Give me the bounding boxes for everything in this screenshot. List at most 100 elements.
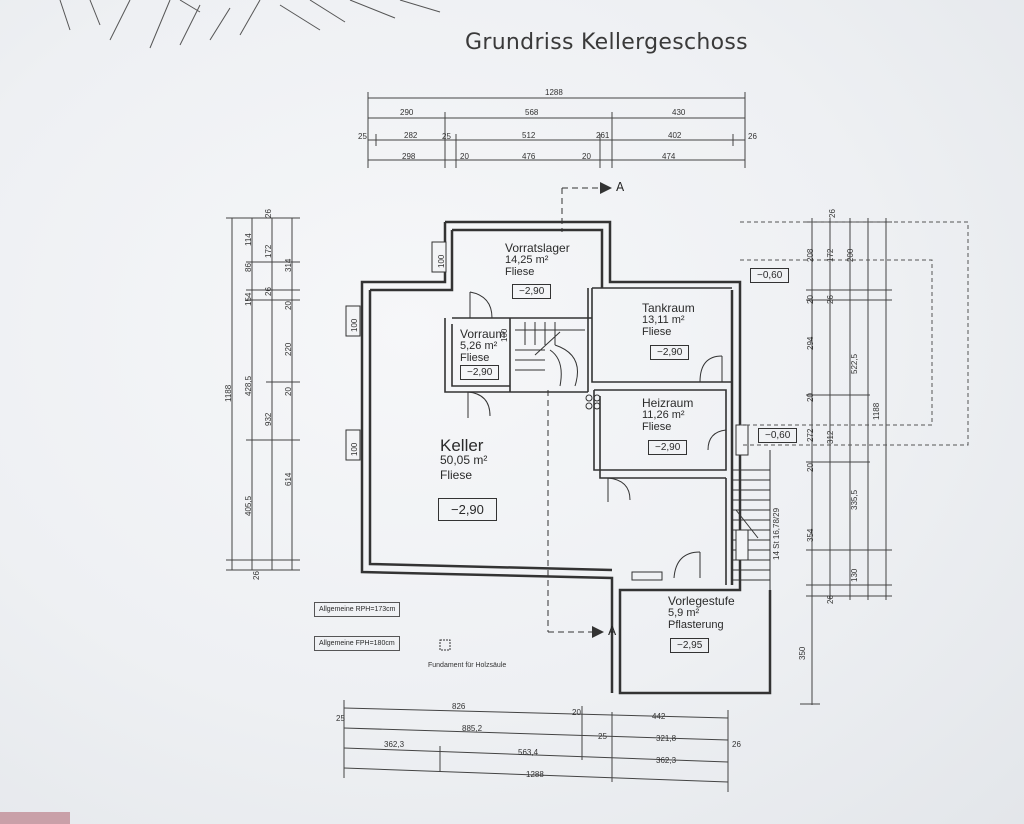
dim-label: 354 bbox=[806, 528, 815, 542]
dim-label: 614 bbox=[284, 472, 293, 486]
dim-label: 568 bbox=[525, 108, 539, 117]
dim-label: 25 bbox=[598, 732, 607, 741]
dim-label: 25 bbox=[358, 132, 367, 141]
dim-label: 208 bbox=[806, 248, 815, 262]
room-vorraum: Vorraum 5,26 m² Fliese bbox=[460, 328, 505, 364]
dim-label: 26 bbox=[748, 132, 757, 141]
dim-label: 362,3 bbox=[656, 756, 677, 765]
bottom-dimension-lines bbox=[343, 700, 729, 792]
note-fundament: Fundament für Holzsäule bbox=[428, 662, 507, 669]
right-dimension-lines bbox=[800, 218, 892, 705]
level-badge: −2,90 bbox=[438, 498, 497, 521]
note-fph: Allgemeine FPH=180cm bbox=[314, 636, 400, 651]
dim-label: 86 bbox=[244, 263, 253, 272]
dim-label: 442 bbox=[652, 712, 666, 721]
room-name: Tankraum bbox=[642, 301, 695, 315]
dim-label: 298 bbox=[402, 152, 416, 161]
roof-hatching bbox=[59, 0, 441, 49]
dim-label: 1288 bbox=[526, 770, 544, 779]
dim-label: 428,5 bbox=[244, 375, 253, 396]
dim-label: 25 bbox=[442, 132, 451, 141]
staircase bbox=[515, 322, 771, 590]
room-vorlegestufe: Vorlegestufe 5,9 m² Pflasterung bbox=[668, 595, 735, 631]
dim-label: 314 bbox=[284, 258, 293, 272]
dim-label: 20 bbox=[284, 301, 293, 310]
dim-label: 20 bbox=[572, 708, 581, 717]
dim-label: 362,3 bbox=[384, 740, 405, 749]
dim-label: 261 bbox=[596, 131, 610, 140]
window-dim: 100 bbox=[500, 328, 509, 342]
room-name: Vorlegestufe bbox=[668, 594, 735, 608]
note-rph: Allgemeine RPH=173cm bbox=[314, 602, 401, 617]
dim-label: 350 bbox=[798, 646, 807, 660]
room-tankraum: Tankraum 13,11 m² Fliese bbox=[642, 302, 695, 338]
window-dim: 100 bbox=[437, 254, 446, 268]
level-badge: −2,90 bbox=[648, 440, 688, 455]
dim-label: 26 bbox=[264, 287, 273, 296]
dim-label: 1188 bbox=[872, 402, 881, 420]
room-area: 5,26 m² bbox=[460, 340, 498, 352]
dim-label: 1288 bbox=[545, 88, 563, 97]
dim-label: 430 bbox=[672, 108, 686, 117]
room-floor: Fliese bbox=[642, 326, 672, 338]
dim-label: 154 bbox=[244, 292, 253, 306]
dim-label: 25 bbox=[336, 714, 345, 723]
dim-label: 20 bbox=[284, 387, 293, 396]
dim-label: 512 bbox=[522, 131, 536, 140]
level-badge: −2,90 bbox=[460, 365, 500, 380]
inner-walls bbox=[444, 287, 732, 585]
room-heizraum: Heizraum 11,26 m² Fliese bbox=[642, 397, 693, 433]
room-name: Vorraum bbox=[460, 327, 506, 341]
dim-label: 272 bbox=[806, 428, 815, 442]
dim-label: 200 bbox=[846, 248, 855, 262]
dim-label: 335,5 bbox=[850, 489, 859, 510]
dim-label: 26 bbox=[826, 295, 835, 304]
room-floor: Fliese bbox=[440, 468, 473, 482]
dim-label: 26 bbox=[264, 209, 273, 218]
dim-label: 522,5 bbox=[850, 353, 859, 374]
dim-label: 26 bbox=[826, 595, 835, 604]
room-area: 50,05 m² bbox=[440, 453, 488, 467]
room-area: 5,9 m² bbox=[668, 607, 700, 619]
level-badge: −2,95 bbox=[670, 638, 710, 653]
dim-label: 932 bbox=[264, 412, 273, 426]
dim-label: 405,5 bbox=[244, 495, 253, 516]
dim-label: 172 bbox=[264, 244, 273, 258]
window-dim: 100 bbox=[350, 318, 359, 332]
window-dim: 100 bbox=[350, 442, 359, 456]
dim-label: 312 bbox=[826, 430, 835, 444]
page-title: Grundriss Kellergeschoss bbox=[465, 30, 748, 55]
dim-label: 20 bbox=[460, 152, 469, 161]
dim-label: 130 bbox=[850, 568, 859, 582]
section-arrows bbox=[592, 182, 612, 638]
windows bbox=[345, 241, 749, 561]
dim-label: 26 bbox=[252, 571, 261, 580]
dim-label: 474 bbox=[662, 152, 676, 161]
dim-label: 885,2 bbox=[462, 724, 483, 733]
dim-label: 282 bbox=[404, 131, 418, 140]
outside-level-badge: −0,60 bbox=[758, 428, 798, 443]
room-name: Keller bbox=[440, 436, 484, 455]
section-marker-bottom: A bbox=[608, 624, 617, 638]
room-floor: Fliese bbox=[460, 352, 490, 364]
dim-label: 26 bbox=[828, 209, 837, 218]
room-floor: Fliese bbox=[642, 421, 672, 433]
dim-label: 114 bbox=[244, 233, 253, 246]
room-floor: Fliese bbox=[505, 266, 535, 278]
dim-label: 563,4 bbox=[518, 748, 539, 757]
room-area: 14,25 m² bbox=[505, 254, 549, 266]
room-keller: Keller 50,05 m² Fliese bbox=[440, 436, 488, 483]
stairs-note: 14 St 16,78/29 bbox=[772, 507, 781, 560]
doors bbox=[467, 291, 727, 579]
dim-label: 172 bbox=[826, 248, 835, 262]
level-badge: −2,90 bbox=[512, 284, 552, 299]
room-name: Vorratslager bbox=[505, 241, 570, 255]
level-badge: −2,90 bbox=[650, 345, 690, 360]
dim-label: 26 bbox=[732, 740, 741, 749]
dim-label: 402 bbox=[668, 131, 682, 140]
dim-label: 476 bbox=[522, 152, 536, 161]
outside-level-badge: −0,60 bbox=[750, 268, 790, 283]
top-dimension-lines bbox=[367, 92, 746, 168]
